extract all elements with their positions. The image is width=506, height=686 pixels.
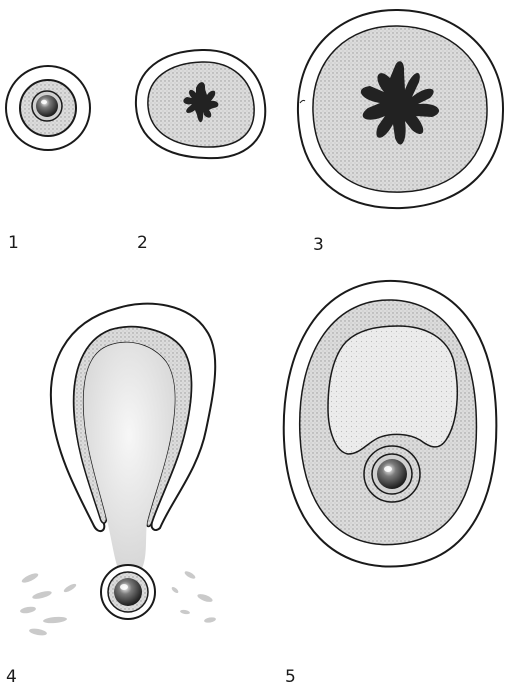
figure-label-5: 5 [285,667,296,686]
follicle-stage-5 [284,281,497,567]
follicle-5-antrum [328,326,457,454]
figure-label-2: 2 [137,233,148,253]
follicle-4-cavity [84,343,175,574]
figure-label-4: 4 [6,667,17,686]
follicle-stage-1 [6,66,90,150]
follicle-stage-3 [298,10,503,208]
follicle-stage-4 [20,304,217,637]
follicle-5-oocyte [377,459,407,489]
follicle-stage-2 [136,50,265,158]
follicle-1-oocyte [36,95,58,117]
figure-label-1: 1 [8,233,19,253]
follicle-4-oocyte [114,578,142,606]
figure-label-3: 3 [313,235,324,255]
